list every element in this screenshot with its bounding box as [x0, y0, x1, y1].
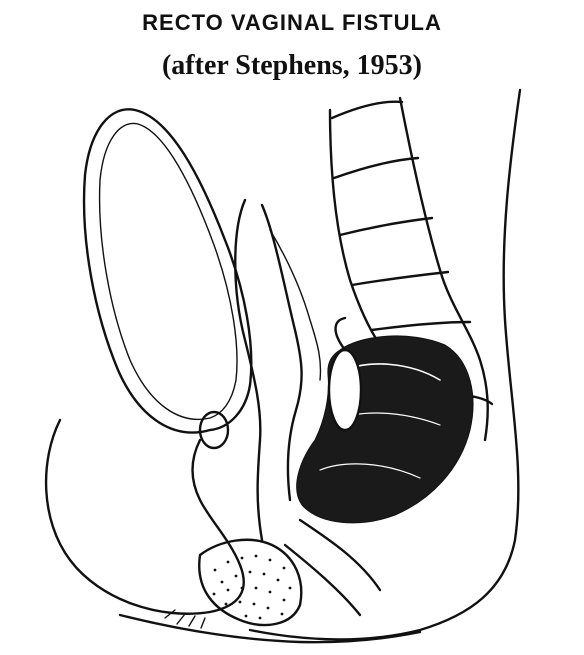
- vagina-inner: [262, 205, 302, 500]
- perineal-stipple: [213, 555, 292, 620]
- fistula-stem: [336, 318, 345, 350]
- perineal-body-outline: [199, 540, 301, 625]
- rectum-ring-4: [352, 272, 448, 285]
- anal-canal-upper: [300, 520, 380, 590]
- rectum-ring-1: [332, 102, 402, 118]
- rectum-ring-2: [334, 158, 418, 178]
- bladder-outline: [84, 109, 251, 432]
- rectum-ring-3: [340, 218, 432, 235]
- rectum-ring-5: [372, 322, 470, 330]
- perineum-skin-line: [120, 615, 420, 642]
- vagina-outline: [235, 200, 262, 540]
- fistula-tract: [329, 350, 361, 430]
